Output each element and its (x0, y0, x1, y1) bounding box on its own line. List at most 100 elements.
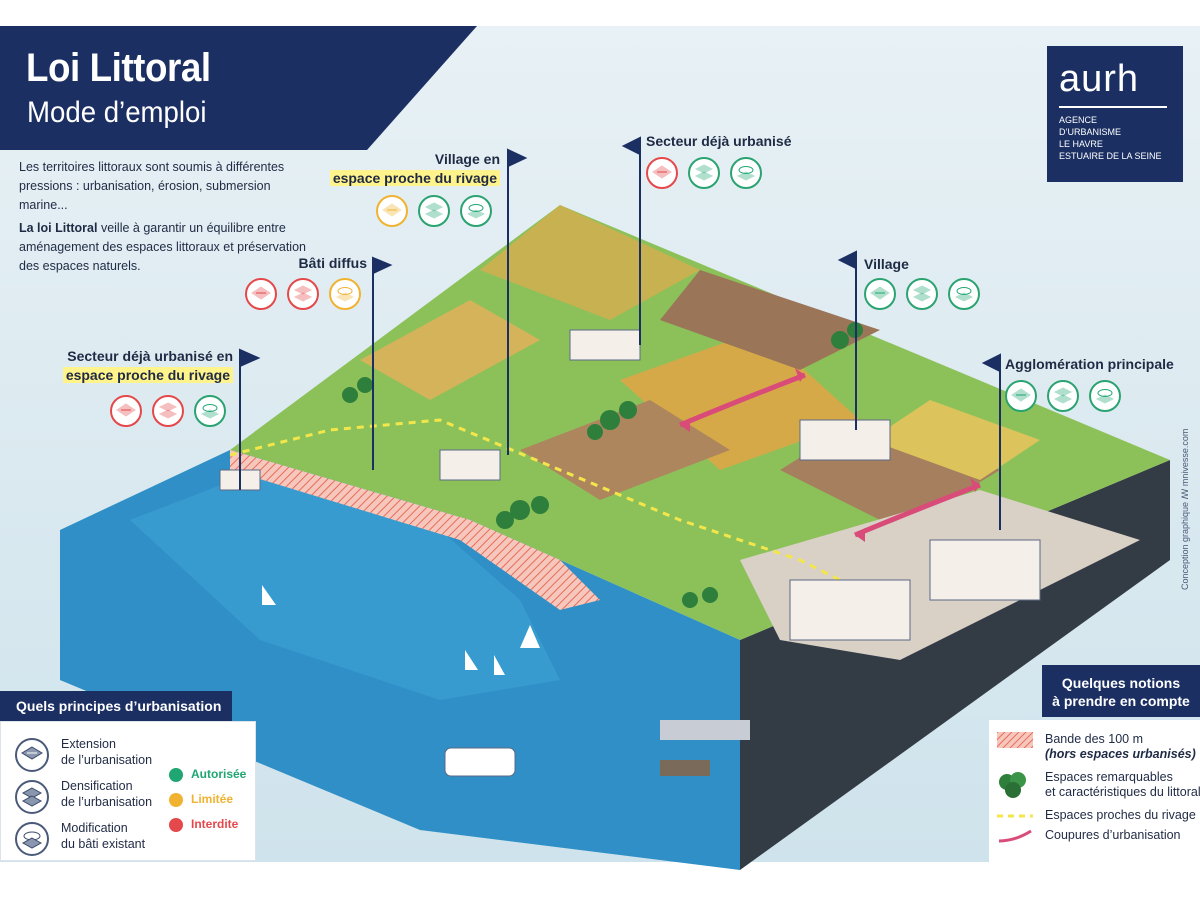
zone-label-bati-diffus: Bâti diffus (299, 255, 367, 271)
notion-line2: (hors espaces urbanisés) (1045, 747, 1196, 761)
sailboat (520, 625, 540, 648)
principle-line2: de l’urbanisation (61, 753, 153, 767)
extension-icon (15, 738, 49, 772)
tree-clusters (342, 322, 863, 608)
principle-label: Extension de l’urbanisation (61, 736, 152, 768)
logo-lines: AGENCE D’URBANISME LE HAVRE ESTUAIRE DE … (1059, 114, 1162, 162)
zone-label-secteur-urbanise: Secteur déjà urbanisé (646, 133, 792, 149)
notions-title-line2: à prendre en compte (1052, 693, 1190, 709)
principle-line2: de l’urbanisation (61, 795, 153, 809)
field (870, 400, 1040, 480)
densification-icon (15, 780, 49, 814)
sailboat (465, 650, 478, 670)
logo-word: aurh (1059, 58, 1140, 100)
modification-autorisee-icon (1089, 380, 1121, 412)
zone-label-secteur-urbanise-proche: Secteur déjà urbanisé en espace proche d… (62, 348, 233, 383)
principle-modification: Modification du bâti existant (15, 820, 175, 862)
modification-autorisee-icon (194, 395, 226, 427)
zone-line2: espace proche du rivage (329, 170, 500, 186)
principles-title: Quels principes d’urbanisation ? (0, 691, 232, 744)
notion-line1: Coupures d’urbanisation (1045, 828, 1181, 842)
notion-label: Bande des 100 m (hors espaces urbanisés) (1045, 732, 1196, 762)
notion-label: Espaces proches du rivage (1045, 808, 1196, 823)
title-banner (0, 26, 477, 150)
intro-paragraph-1: Les territoires littoraux sont soumis à … (19, 160, 285, 212)
principle-extension: Extension de l’urbanisation (15, 736, 175, 778)
zone-label-village: Village (864, 256, 909, 272)
flags (239, 136, 1001, 530)
field (660, 270, 880, 370)
page-subtitle: Mode d’emploi (27, 96, 207, 129)
notion-line1: Bande des 100 m (1045, 732, 1143, 746)
extension-autorisee-icon (1005, 380, 1037, 412)
densification-autorisee-icon (906, 278, 938, 310)
sailboat (262, 585, 276, 605)
principle-line1: Extension (61, 737, 116, 751)
principles-panel: Extension de l’urbanisation Densificatio… (0, 721, 256, 861)
logo-line: D’URBANISME (1059, 127, 1122, 137)
zone-line1: Secteur déjà urbanisé en (67, 348, 233, 364)
extension-interdite-icon (245, 278, 277, 310)
modification-autorisee-icon (948, 278, 980, 310)
field (480, 205, 700, 320)
zone-label-village-proche: Village en espace proche du rivage (329, 151, 500, 186)
notions-title-line1: Quelques notions (1061, 675, 1181, 691)
sea-light (130, 470, 560, 700)
status-dot-interdite (169, 818, 183, 832)
extension-interdite-icon (646, 157, 678, 189)
status-dot-autorisee (169, 768, 183, 782)
dashed-line-symbol (997, 814, 1033, 818)
design-credit: Conception graphique ꟿ mnivesse.com (1180, 428, 1190, 590)
zone-line2: espace proche du rivage (62, 367, 233, 383)
curve-line-symbol (998, 829, 1032, 843)
intro-text: Les territoires littoraux sont soumis à … (19, 158, 319, 276)
principle-densification: Densification de l’urbanisation (15, 778, 175, 820)
densification-interdite-icon (152, 395, 184, 427)
notion-line2: et caractéristiques du littoral (1045, 785, 1200, 799)
sailboat (494, 655, 505, 675)
extension-interdite-icon (110, 395, 142, 427)
modification-limitee-icon (329, 278, 361, 310)
hundred-meter-band (230, 450, 600, 610)
hatch-symbol (997, 732, 1033, 748)
densification-interdite-icon (287, 278, 319, 310)
break-arrow-2 (854, 482, 981, 538)
notions-panel: Bande des 100 m (hors espaces urbanisés)… (989, 720, 1200, 862)
principle-line2: du bâti existant (61, 837, 146, 851)
logo-rule (1059, 106, 1167, 108)
principle-label: Modification du bâti existant (61, 820, 145, 852)
extension-autorisee-icon (864, 278, 896, 310)
cruise-ship (444, 747, 516, 777)
zone-line1: Secteur déjà urbanisé (646, 133, 792, 149)
modification-autorisee-icon (460, 195, 492, 227)
cargo-ship (660, 760, 710, 776)
densification-autorisee-icon (1047, 380, 1079, 412)
principle-line1: Modification (61, 821, 128, 835)
modification-icon (15, 822, 49, 856)
status-label-autorisee: Autorisée (191, 767, 247, 781)
modification-autorisee-icon (730, 157, 762, 189)
houses (219, 329, 1041, 641)
notions-title: Quelques notions à prendre en compte (1042, 665, 1200, 717)
notion-line1: Espaces remarquables (1045, 770, 1173, 784)
trees-symbol (999, 772, 1026, 798)
field (360, 300, 540, 400)
zone-line1: Village (864, 256, 909, 272)
zone-label-agglomeration: Agglomération principale (1005, 356, 1174, 372)
zone-line1: Village en (434, 151, 500, 167)
densification-autorisee-icon (688, 157, 720, 189)
zone-line1: Agglomération principale (1005, 356, 1174, 372)
extension-limitee-icon (376, 195, 408, 227)
proximity-line (229, 418, 901, 612)
intro-paragraph-2: La loi Littoral veille à garantir un équ… (19, 219, 319, 276)
intro-rest: veille à garantir un équilibre entre amé… (19, 221, 306, 273)
zone-line1: Bâti diffus (298, 255, 367, 271)
principle-line1: Densification (61, 779, 133, 793)
status-dot-limitee (169, 793, 183, 807)
notion-line1: Espaces proches du rivage (1045, 808, 1196, 822)
principle-label: Densification de l’urbanisation (61, 778, 152, 810)
notion-label: Espaces remarquables et caractéristiques… (1045, 770, 1200, 800)
port-dock (660, 720, 750, 740)
aurh-logo: aurh AGENCE D’URBANISME LE HAVRE ESTUAIR… (1047, 46, 1183, 182)
